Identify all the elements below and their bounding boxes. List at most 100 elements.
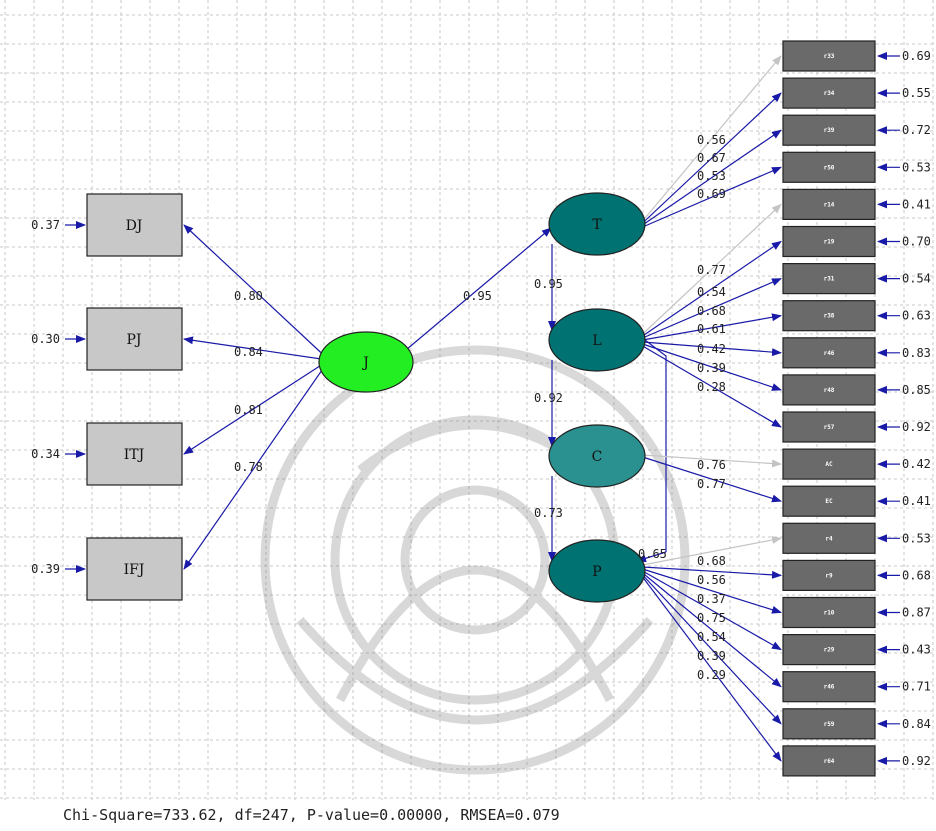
error-variance-label: 0.92 — [902, 754, 931, 768]
loading-arrow — [183, 224, 322, 354]
error-variance-label: 0.63 — [902, 309, 931, 323]
indicator-label: r29 — [824, 647, 835, 654]
loading-arrow — [642, 566, 782, 579]
indicator-label: r34 — [824, 90, 835, 97]
latent-variable-label: J — [361, 355, 369, 371]
indicator-label: r9 — [825, 572, 833, 579]
loading-label: 0.67 — [697, 151, 726, 165]
loading-arrow — [642, 55, 782, 222]
indicator-label: r39 — [824, 127, 835, 134]
error-variance-label: 0.69 — [902, 49, 931, 63]
indicator-box — [782, 708, 876, 740]
error-variance-label: 0.84 — [902, 717, 931, 731]
error-variance-label: 0.41 — [902, 494, 931, 508]
labels: 0.370.800.300.840.340.810.390.780.950.95… — [31, 49, 931, 768]
error-variance-label: 0.53 — [902, 160, 931, 174]
error-variance-label: 0.83 — [902, 346, 931, 360]
latent-variable-label: T — [592, 217, 602, 233]
loading-label: 0.39 — [697, 361, 726, 375]
loading-label: 0.68 — [697, 554, 726, 568]
diagram-svg: DJPJITJIFJJTLCPr33r34r39r50r14r19r31r38r… — [0, 0, 936, 800]
indicator-label: r14 — [824, 201, 835, 208]
indicator-label: r10 — [824, 610, 835, 617]
loading-label: 0.84 — [234, 345, 263, 359]
error-variance-label: 0.92 — [902, 420, 931, 434]
observed-variable-label: DJ — [126, 218, 143, 234]
indicator-label: r38 — [824, 313, 835, 320]
observed-variable-label: IFJ — [124, 562, 145, 578]
observed-variable-box — [86, 422, 183, 486]
loading-label: 0.39 — [697, 649, 726, 663]
error-variance-label: 0.85 — [902, 383, 931, 397]
latent-variable-label: P — [592, 564, 601, 580]
latent-variable-ellipse — [318, 331, 414, 393]
loading-arrow — [642, 278, 782, 339]
indicator-box — [782, 40, 876, 72]
loading-label: 0.54 — [697, 630, 726, 644]
indicator-label: r59 — [824, 721, 835, 728]
loading-label: 0.80 — [234, 289, 263, 303]
observed-variable-label: PJ — [126, 332, 141, 348]
loading-label: 0.28 — [697, 380, 726, 394]
loading-arrow — [642, 576, 782, 762]
loading-arrow — [642, 570, 782, 651]
indicator-label: r31 — [824, 276, 835, 283]
structural-label: 0.92 — [534, 391, 563, 405]
indicator-box — [782, 596, 876, 629]
indicator-label: r48 — [824, 387, 835, 394]
error-variance-label: 0.39 — [31, 562, 60, 576]
structural-label: 0.95 — [534, 277, 563, 291]
loading-label: 0.81 — [234, 403, 263, 417]
loading-arrow — [642, 343, 782, 391]
latent-variable-ellipse — [548, 539, 646, 603]
indicator-box — [782, 671, 876, 703]
loading-arrow — [642, 456, 782, 503]
indicator-box — [782, 745, 876, 777]
error-variance-label: 0.71 — [902, 680, 931, 694]
error-variance-label: 0.54 — [902, 272, 931, 286]
error-variance-label: 0.53 — [902, 531, 931, 545]
loading-label: 0.77 — [697, 477, 726, 491]
error-variance-label: 0.68 — [902, 568, 931, 582]
loading-label: 0.29 — [697, 668, 726, 682]
loading-arrow — [642, 92, 782, 224]
indicator-label: AC — [825, 461, 833, 468]
indicator-box — [782, 559, 876, 592]
loading-arrow — [642, 313, 782, 341]
latent-variable-label: C — [592, 449, 603, 465]
error-variance-label: 0.41 — [902, 197, 931, 211]
loading-arrow — [642, 345, 782, 428]
loading-label: 0.56 — [697, 133, 726, 147]
loading-arrow — [642, 572, 782, 688]
indicator-label: r57 — [824, 424, 835, 431]
loading-arrow — [183, 336, 322, 360]
indicator-label: r19 — [824, 239, 835, 246]
latent-variable-ellipse — [548, 424, 646, 488]
indicator-label: EC — [825, 498, 833, 505]
loading-arrow — [183, 370, 322, 570]
observed-variable-label: ITJ — [124, 447, 144, 463]
fit-statistics: Chi-Square=733.62, df=247, P-value=0.000… — [63, 806, 560, 824]
indicator-box — [782, 263, 876, 295]
latent-variable-ellipse — [548, 192, 646, 256]
indicator-box — [782, 77, 876, 109]
latent-variable-ellipse — [548, 308, 646, 372]
indicator-box — [782, 151, 876, 183]
indicator-box — [782, 633, 876, 666]
loading-label: 0.42 — [697, 342, 726, 356]
loading-arrow — [642, 574, 782, 725]
loading-arrow — [183, 364, 322, 455]
indicator-box — [782, 337, 876, 369]
error-variance-label: 0.70 — [902, 235, 931, 249]
observed-variable-box — [86, 537, 183, 601]
error-variance-label: 0.87 — [902, 606, 931, 620]
loading-label: 0.76 — [697, 458, 726, 472]
indicator-box — [782, 114, 876, 146]
indicator-box — [782, 448, 876, 480]
indicator-label: r4 — [825, 535, 833, 542]
structural-label: 0.73 — [534, 506, 563, 520]
observed-variable-box — [86, 193, 183, 257]
loading-arrow — [642, 454, 782, 468]
loading-arrow — [642, 536, 782, 566]
